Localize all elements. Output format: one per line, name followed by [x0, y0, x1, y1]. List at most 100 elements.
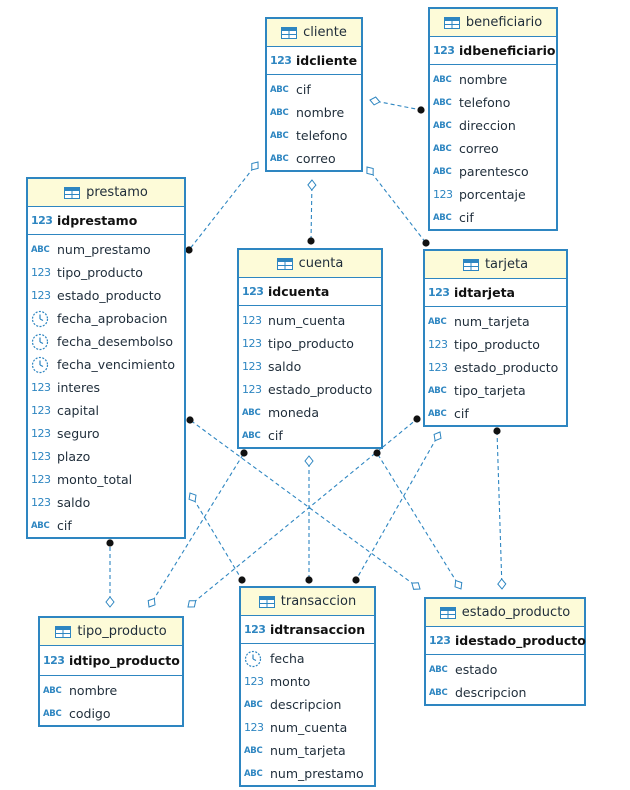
entity-title: transaccion	[280, 594, 357, 609]
entity-header[interactable]: beneficiario	[430, 9, 556, 37]
parent-end-diamond	[187, 600, 197, 608]
column-name: fecha_desembolso	[57, 334, 174, 349]
relationship-tipo-producto-cuenta[interactable]	[147, 449, 248, 608]
relationship-cliente-cuenta[interactable]	[307, 179, 317, 245]
entity-header[interactable]: cliente	[267, 19, 361, 47]
datetime-type-icon	[244, 650, 266, 668]
text-type-icon: ABC	[270, 107, 289, 118]
primary-key-name: idbeneficiario	[459, 43, 556, 58]
column-row[interactable]: fecha_vencimiento	[28, 353, 184, 376]
entity-header[interactable]: tarjeta	[425, 251, 566, 279]
relationship-cliente-prestamo[interactable]	[185, 161, 259, 254]
numeric-type-icon: 123	[242, 383, 262, 396]
entity-header[interactable]: tipo_producto	[40, 618, 182, 646]
connector-line	[355, 431, 441, 581]
column-row[interactable]: fecha	[241, 647, 374, 670]
child-end-dot	[417, 106, 425, 114]
column-row[interactable]: fecha_aprobacion	[28, 307, 184, 330]
relationship-estado-producto-prestamo[interactable]	[186, 416, 421, 590]
relationship-estado-producto-cuenta[interactable]	[373, 449, 463, 590]
entity-header[interactable]: cuenta	[239, 250, 381, 278]
column-name: cif	[296, 82, 311, 97]
text-type-icon: ABC	[428, 316, 447, 327]
relationship-cliente-tarjeta[interactable]	[366, 166, 430, 247]
relationship-cliente-beneficiario[interactable]	[369, 96, 425, 114]
column-row[interactable]: fecha_desembolso	[28, 330, 184, 353]
relationship-estado-producto-tarjeta[interactable]	[493, 427, 507, 590]
connector-line	[188, 161, 259, 251]
relationship-prestamo-transaccion[interactable]	[188, 492, 246, 584]
numeric-type-icon: 123	[428, 286, 450, 299]
column-name: cif	[454, 406, 469, 421]
relationship-tarjeta-transaccion[interactable]	[352, 431, 442, 584]
datetime-type-icon	[31, 356, 53, 374]
relationship-tipo-producto-prestamo[interactable]	[105, 539, 115, 608]
entity-header[interactable]: estado_producto	[426, 599, 584, 627]
parent-end-diamond	[105, 596, 115, 608]
entity-header[interactable]: prestamo	[28, 179, 184, 207]
text-type-icon: ABC	[244, 768, 263, 779]
relationship-cuenta-transaccion[interactable]	[304, 455, 314, 584]
parent-end-diamond	[411, 582, 421, 590]
entity-header[interactable]: transaccion	[241, 588, 374, 616]
